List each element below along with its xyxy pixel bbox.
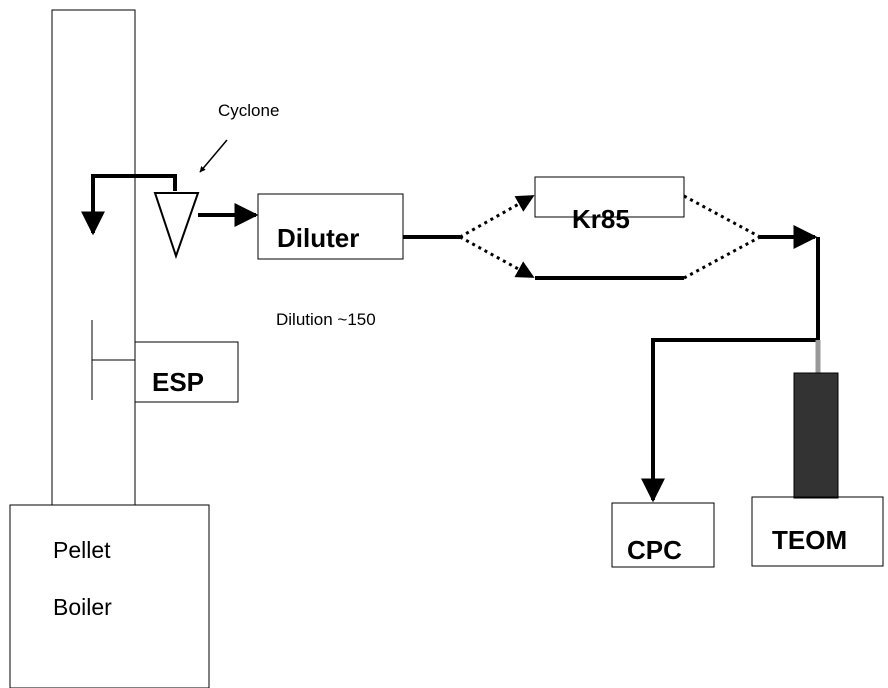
kr85-in-dotted — [459, 194, 535, 239]
dilution-label: Dilution ~150 — [276, 310, 376, 329]
diluter-label: Diluter — [277, 223, 359, 253]
stack — [51, 9, 136, 506]
bypass-out-dotted — [683, 235, 761, 280]
cpc-feed-line — [641, 338, 818, 503]
boiler-label-line2: Boiler — [53, 594, 112, 620]
sampling-probe-line — [81, 174, 177, 236]
kr85-out-dotted — [683, 194, 761, 239]
cpc-box — [611, 502, 715, 568]
teom-box — [751, 496, 884, 567]
cpc-label: CPC — [627, 535, 682, 565]
cyclone-pointer-arrow — [199, 139, 228, 173]
kr85-label: Kr85 — [572, 204, 630, 234]
esp-box — [134, 341, 239, 403]
pellet-boiler-box — [9, 504, 210, 688]
esp-label: ESP — [152, 367, 204, 397]
cyclone-shape — [153, 192, 200, 260]
cyclone-label: Cyclone — [218, 101, 279, 120]
bypass-in-dotted — [459, 235, 535, 279]
diluter-box — [257, 193, 404, 260]
teom-column — [793, 372, 839, 499]
teom-label: TEOM — [772, 525, 847, 555]
boiler-label-line1: Pellet — [53, 537, 111, 563]
